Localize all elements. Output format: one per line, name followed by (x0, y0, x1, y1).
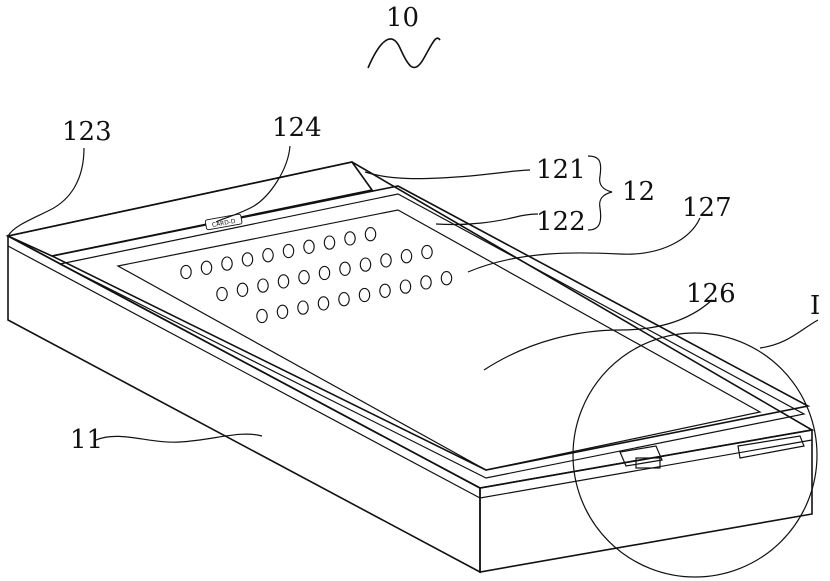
layer-121 (8, 162, 372, 256)
hole (201, 261, 211, 274)
hole (298, 301, 308, 314)
housing-body (8, 162, 812, 572)
hole (422, 245, 432, 258)
hole (339, 293, 349, 306)
label-10: 10 (386, 3, 419, 33)
label-124: 124 (272, 113, 322, 143)
hole (299, 271, 309, 284)
hole (360, 258, 370, 271)
hole (359, 288, 369, 301)
hole (222, 257, 232, 270)
label-121: 121 (536, 155, 586, 185)
hole (257, 309, 267, 322)
hole (304, 240, 314, 253)
hole (401, 250, 411, 263)
hole (237, 283, 247, 296)
hole (319, 266, 329, 279)
hole (258, 279, 268, 292)
hole (263, 249, 273, 262)
squiggle-10 (368, 38, 440, 68)
hole (365, 228, 375, 241)
hole (340, 262, 350, 275)
hole (400, 280, 410, 293)
label-126: 126 (686, 279, 736, 309)
hole (380, 284, 390, 297)
hole (381, 254, 391, 267)
hole (242, 253, 252, 266)
label-12: 12 (622, 177, 655, 207)
detail-circle-I (573, 333, 817, 577)
hole (277, 305, 287, 318)
label-I: I (810, 291, 820, 321)
hole (324, 236, 334, 249)
label-123: 123 (62, 117, 112, 147)
layer-122 (52, 186, 808, 478)
hole (217, 287, 227, 300)
label-122: 122 (536, 207, 586, 237)
holes-127 (181, 228, 452, 323)
label-11: 11 (70, 425, 103, 455)
hole (283, 244, 293, 257)
hole (421, 276, 431, 289)
hole (441, 272, 451, 285)
hole (318, 297, 328, 310)
housing-right-face (480, 430, 812, 572)
brace-12 (588, 156, 612, 230)
hole (181, 265, 191, 278)
hole (345, 232, 355, 245)
hole (278, 275, 288, 288)
label-127: 127 (682, 193, 732, 223)
